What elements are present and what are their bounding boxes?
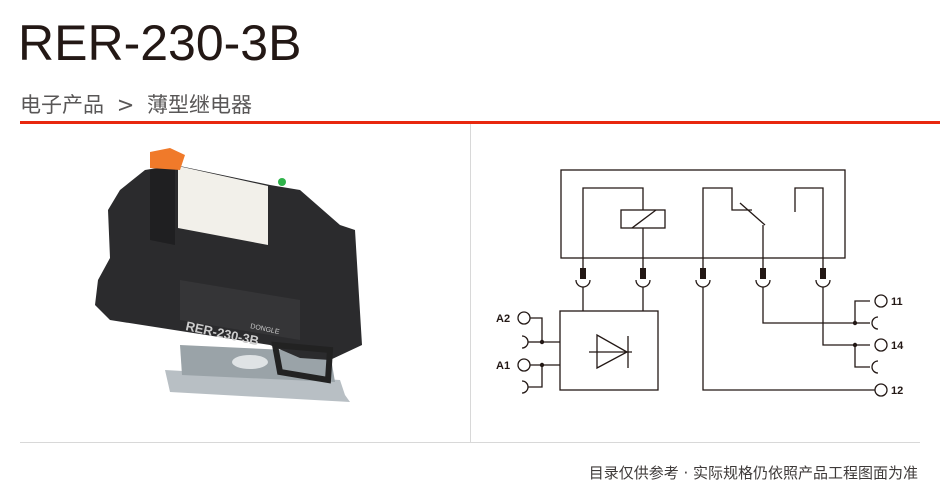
rectifier-module <box>559 310 659 391</box>
terminal-label-a2: A2 <box>496 313 510 325</box>
page-title: RER-230-3B <box>18 15 302 71</box>
wiring-diagram: A2 A1 11 14 12 <box>496 169 904 397</box>
breadcrumb-subcategory[interactable]: 薄型继电器 <box>146 93 252 117</box>
changeover-contact-icon <box>702 187 824 270</box>
footer-divider <box>20 442 920 443</box>
terminal-label-12: 12 <box>891 385 903 397</box>
terminal-label-a1: A1 <box>496 360 510 372</box>
relay-base: RER-230-3B DONGLE <box>95 148 362 384</box>
diode-icon <box>589 333 632 370</box>
header-divider <box>20 121 940 124</box>
column-divider <box>470 124 471 442</box>
socket-connectors <box>575 279 831 288</box>
breadcrumb-category[interactable]: 电子产品 <box>20 93 104 117</box>
breadcrumb-separator: > <box>116 93 135 117</box>
terminal-label-11: 11 <box>891 296 903 308</box>
terminal-label-14: 14 <box>891 340 904 352</box>
breadcrumb: 电子产品 > 薄型继电器 <box>20 89 258 119</box>
coil-symbol <box>582 187 666 270</box>
product-image: RER-230-3B DONGLE <box>95 148 362 402</box>
disclaimer-note: 目录仅供参考 · 实际规格仍依照产品工程图面为准 <box>588 464 918 482</box>
